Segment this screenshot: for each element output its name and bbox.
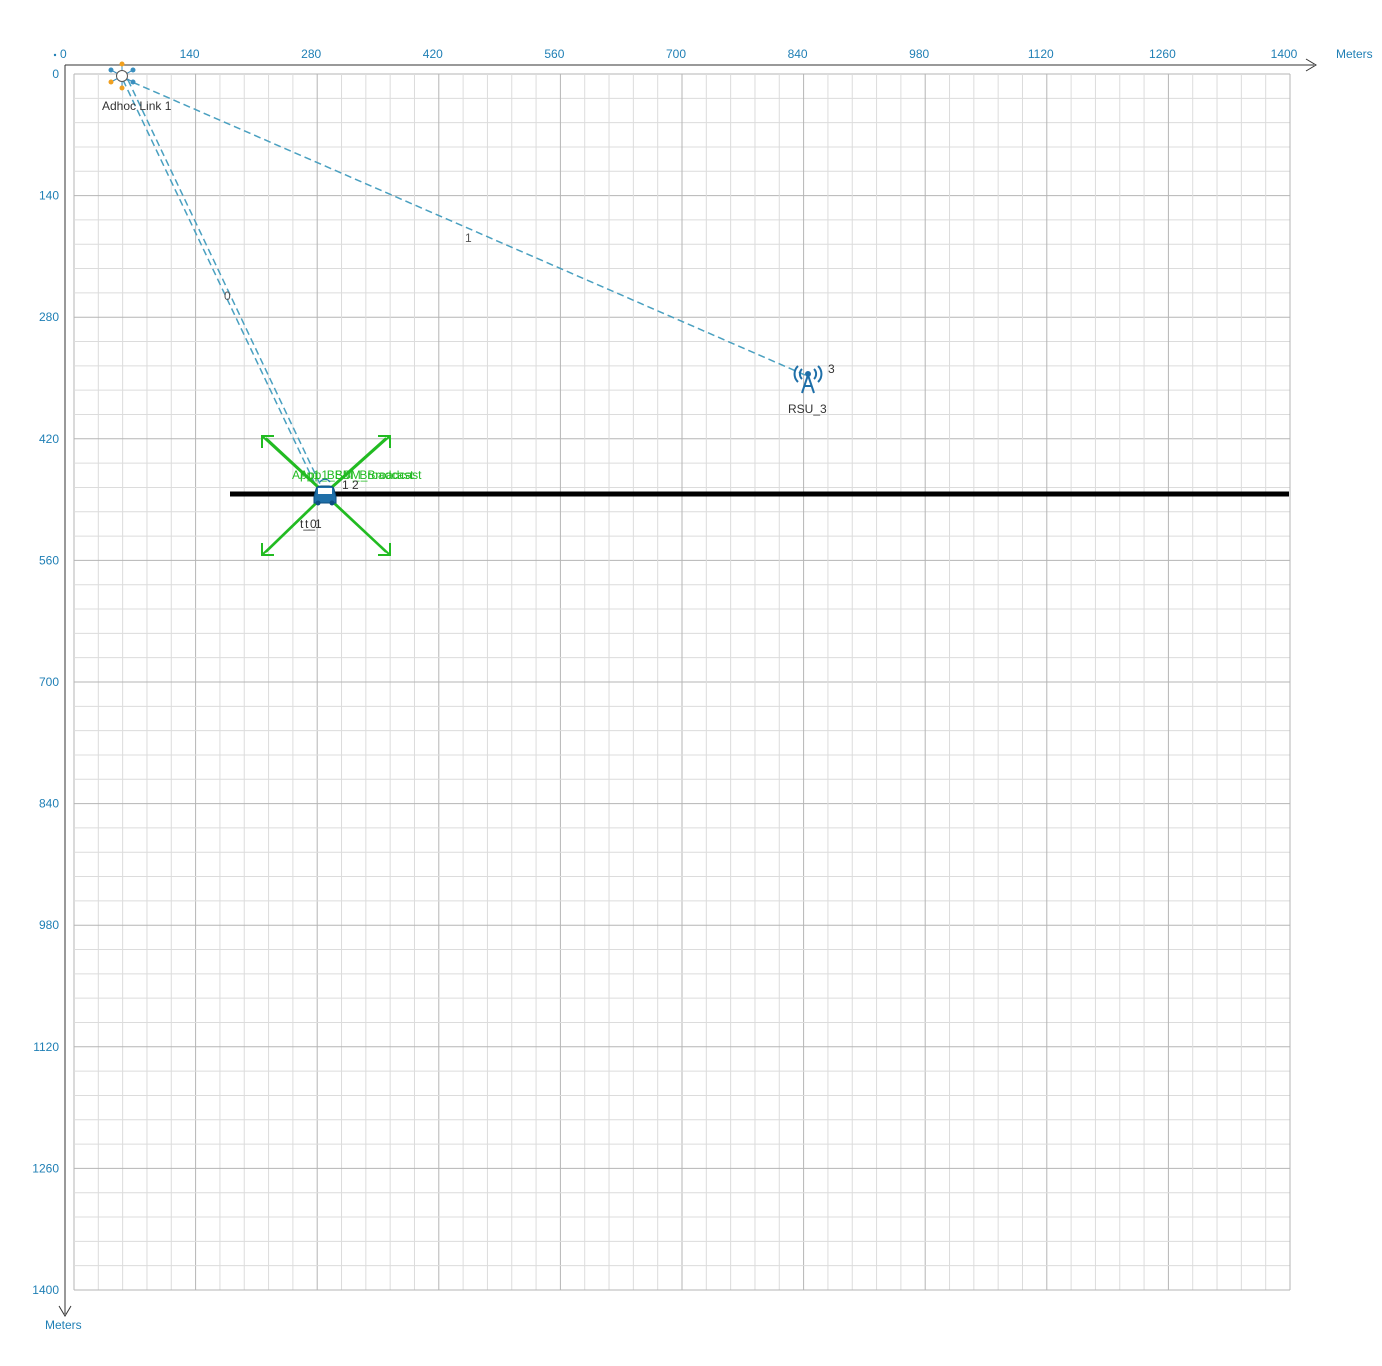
x-tick-label: 560 <box>544 47 564 61</box>
adhoc-link-label: Adhoc Link 1 <box>102 99 172 113</box>
origin-dot <box>53 53 57 57</box>
grid <box>73 73 1291 1291</box>
y-tick-label: 1120 <box>33 1040 59 1054</box>
y-tick-label: 840 <box>39 797 59 811</box>
rsu-label: RSU_3 <box>788 402 827 416</box>
x-tick-label: 280 <box>301 47 321 61</box>
x-tick-label: 1120 <box>1028 47 1054 61</box>
x-tick-label: 700 <box>666 47 686 61</box>
vehicle-icon <box>313 478 337 506</box>
x-tick-label: 0 <box>60 47 67 61</box>
tick-labels: 0 140 280 420 560 700 840 980 1120 1260 1400 0 140 28… <box>32 47 1297 1297</box>
application-label: App1_BSM_Broadcast <box>292 468 414 482</box>
axes: Meters Meters <box>45 47 1373 1332</box>
y-tick-label: 980 <box>39 918 59 932</box>
x-axis-unit: Meters <box>1336 47 1373 61</box>
y-tick-label: 280 <box>39 310 59 324</box>
y-tick-label: 0 <box>52 67 59 81</box>
x-tick-label: 1400 <box>1271 47 1298 61</box>
broadcast-arrow-nw2-icon <box>265 437 323 491</box>
y-tick-label: 140 <box>39 189 59 203</box>
x-axis-arrow-icon <box>1305 58 1317 72</box>
broadcast-arrowhead-sw-icon <box>261 543 274 556</box>
broadcast-arrows <box>261 435 391 556</box>
y-tick-label: 560 <box>39 553 59 567</box>
links: 1 0 <box>122 77 806 485</box>
y-tick-label: 700 <box>39 675 59 689</box>
vehicle-label-t0: t_0 <box>300 517 317 531</box>
y-tick-label: 1260 <box>32 1161 59 1175</box>
x-tick-label: 980 <box>909 47 929 61</box>
x-tick-label: 420 <box>423 47 443 61</box>
rsu-node[interactable]: 3 RSU_3 <box>788 362 835 416</box>
vehicle-label-t1: t_1 <box>305 517 322 531</box>
x-tick-label: 140 <box>180 47 200 61</box>
y-axis-arrow-icon <box>58 1305 72 1317</box>
x-tick-label: 1260 <box>1149 47 1176 61</box>
vehicle-ids-label: 1 2 <box>342 478 359 492</box>
vehicle-node[interactable]: 1 2 t_0 t_1 <box>300 478 359 531</box>
link-label-1: 1 <box>465 231 472 245</box>
y-tick-label: 420 <box>39 432 59 446</box>
broadcast-arrowhead-se-icon <box>378 543 391 556</box>
broadcast-arrow-ne2-icon <box>327 437 387 491</box>
adhoc-link-node[interactable]: Adhoc Link 1 <box>102 61 172 114</box>
broadcast-arrow-sw2-icon <box>265 497 323 553</box>
link-line-adhoc-rsu[interactable] <box>122 77 806 376</box>
rsu-id-label: 3 <box>828 362 835 376</box>
broadcast-arrowhead-nw-icon <box>261 435 274 448</box>
rsu-tower-icon <box>793 365 823 394</box>
broadcast-arrow-ne-icon <box>324 435 391 495</box>
adhoc-link-icon <box>108 61 136 91</box>
link-line-adhoc-vehicle-b[interactable] <box>127 79 321 485</box>
link-label-0: 0 <box>224 289 231 303</box>
y-tick-label: 1400 <box>32 1283 59 1297</box>
application-label-overlap: App1_BSM_Broadcast <box>300 468 422 482</box>
x-tick-label: 840 <box>788 47 808 61</box>
link-line-adhoc-vehicle-a[interactable] <box>122 79 316 485</box>
broadcast-arrowhead-ne-icon <box>378 435 391 448</box>
broadcast-arrow-se2-icon <box>327 497 387 553</box>
y-axis-unit: Meters <box>45 1318 82 1332</box>
